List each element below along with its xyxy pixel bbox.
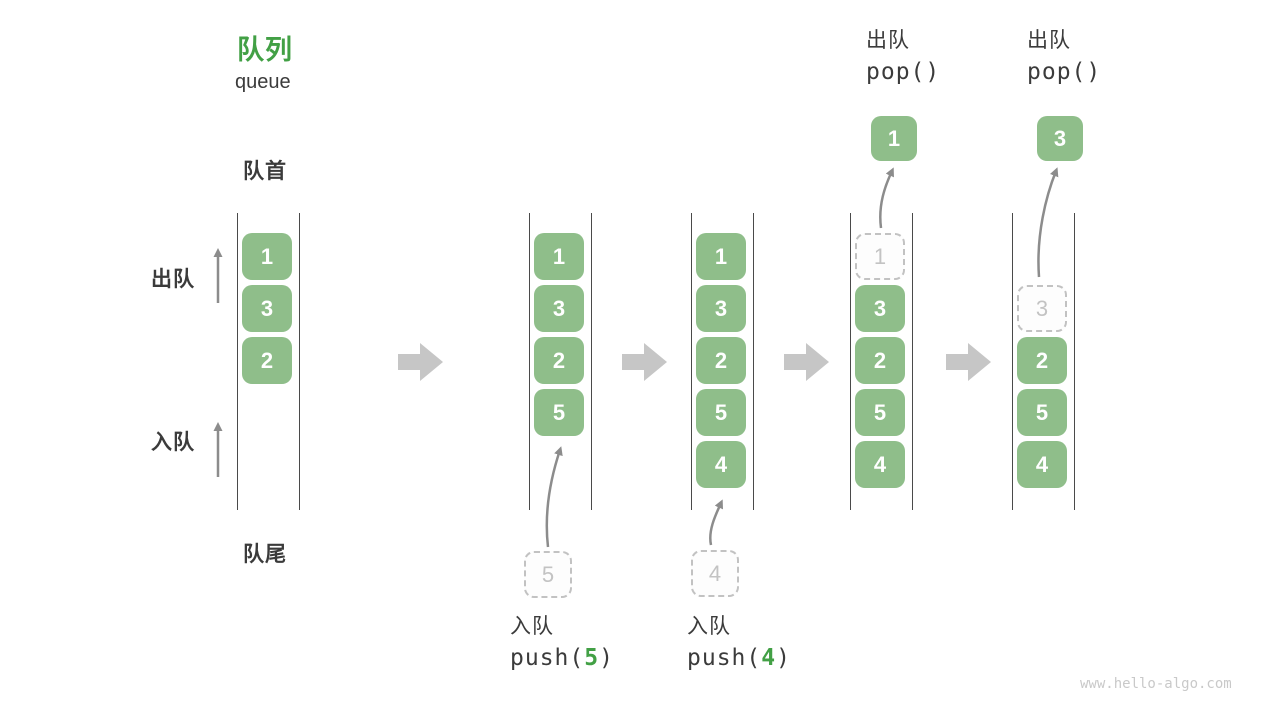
queue-slot-box: 4 [1017,441,1067,488]
queue-slot-box: 1 [242,233,292,280]
queue-slot-box: 3 [242,285,292,332]
operation-label: 入队 push(4) [687,616,791,670]
queue-wall [529,213,530,510]
queue-slot-box: 4 [855,441,905,488]
queue-slot-box: 5 [855,389,905,436]
operation-action-text: 入队 [510,615,554,638]
watermark: www.hello-algo.com [1080,676,1232,692]
queue-wall [850,213,851,510]
operation-action-text: 入队 [687,615,731,638]
queue-slot-box: 1 [534,233,584,280]
staged-value-box: 5 [524,551,572,598]
queue-slot-box: 2 [696,337,746,384]
operation-function-text: pop() [866,59,941,85]
queue-slot-box: 2 [1017,337,1067,384]
queue-wall [591,213,592,510]
push-4-arrow [709,499,723,546]
queue-slot-box: 2 [242,337,292,384]
operation-function-text: pop() [1027,59,1102,85]
push-5-arrow [545,446,563,548]
operation-action-text: 出队 [866,29,910,52]
queue-wall [1012,213,1013,510]
operation-label: 入队 push(5) [510,616,614,670]
queue-slot-box: 4 [696,441,746,488]
queue-slot-box: 3 [534,285,584,332]
operation-label: 出队 pop() [1027,30,1101,84]
operation-action-text: 出队 [1027,29,1071,52]
dequeue-side-label: 出队 [151,268,195,291]
popped-value-box: 3 [1037,116,1083,161]
next-stage-arrow [622,343,667,381]
operation-function-text: push(4) [687,645,791,671]
operation-label: 出队 pop() [866,30,940,84]
next-stage-arrow [784,343,829,381]
queue-slot-box: 2 [534,337,584,384]
enqueue-side-label: 入队 [151,431,195,454]
diagram-title-en: queue [235,71,291,93]
queue-rear-label: 队尾 [243,543,287,566]
queue-slot-box: 3 [696,285,746,332]
queue-wall [299,213,300,510]
queue-slot-box: 1 [855,233,905,280]
operation-function-text: push(5) [510,645,614,671]
queue-slot-box: 1 [696,233,746,280]
queue-slot-box: 3 [1017,285,1067,332]
pop-1-arrow [879,167,894,229]
queue-wall [691,213,692,510]
diagram-title-zh: 队列 [237,35,293,65]
queue-slot-box: 2 [855,337,905,384]
queue-front-label: 队首 [243,160,287,183]
queue-wall [912,213,913,510]
queue-slot-box: 5 [534,389,584,436]
queue-wall [1074,213,1075,510]
next-stage-arrow [946,343,991,381]
popped-value-box: 1 [871,116,917,161]
queue-wall [753,213,754,510]
pop-3-arrow [1037,167,1059,278]
queue-slot-box: 5 [1017,389,1067,436]
queue-slot-box: 3 [855,285,905,332]
queue-wall [237,213,238,510]
queue-slot-box: 5 [696,389,746,436]
staged-value-box: 4 [691,550,739,597]
next-stage-arrow [398,343,443,381]
